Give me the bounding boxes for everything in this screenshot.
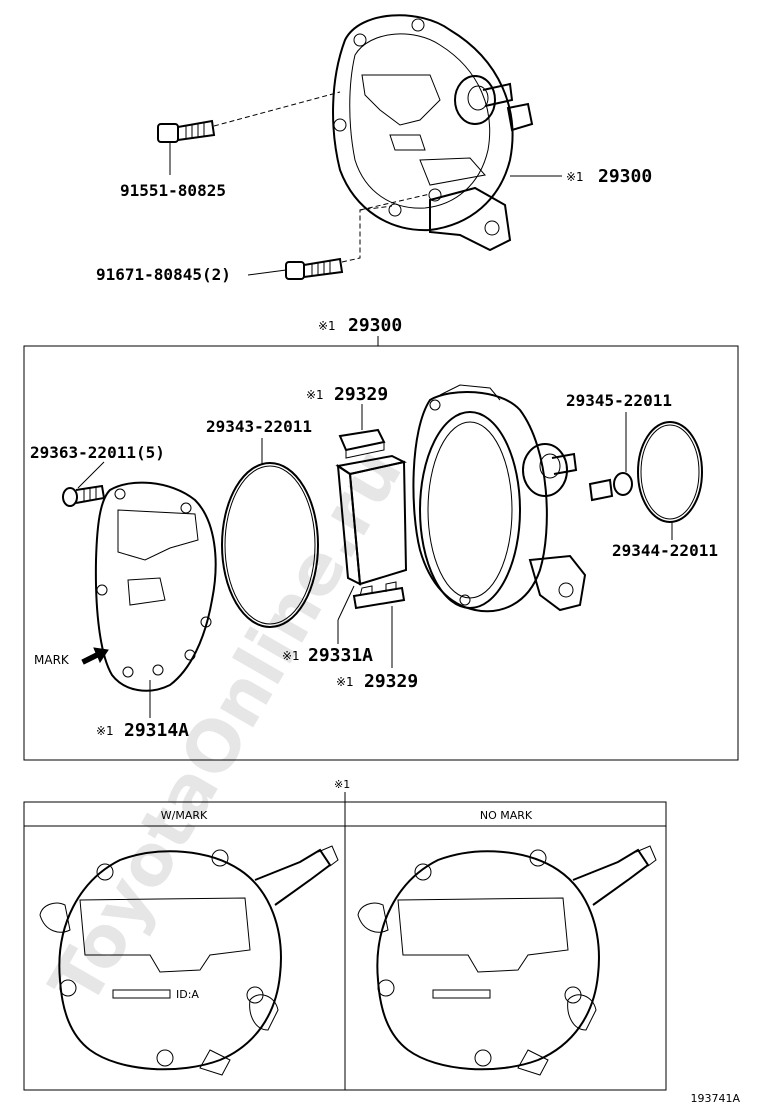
cover-with-mark-illustration [39,845,339,1076]
oring-29343-22011-illustration [221,462,319,628]
bolt-91671-80845-illustration [285,257,344,280]
exploded-view-frame [23,345,739,761]
part-number-29331A: 29331A [308,645,373,666]
part-number-29343-22011: 29343-22011 [206,417,312,436]
assembly-mark-top: ※1 [566,170,584,184]
screw-29363-22011-illustration [62,484,106,507]
part-number-29345-22011: 29345-22011 [566,391,672,410]
cover-mark: ※1 [96,724,114,738]
id-marking-text: ID:A [176,988,199,1001]
part-number-29314A: 29314A [124,720,189,741]
part-number-29300-top: 29300 [598,166,652,187]
figure-id: 193741A [690,1092,740,1105]
bolt-91551-80825-illustration [157,119,216,143]
vane-29331A-illustration [335,454,408,586]
oring-29345-22011-illustration [613,472,633,496]
assembly-mark-box: ※1 [318,319,336,333]
pump-housing-illustration [412,384,614,613]
part-number-29300-box: 29300 [348,315,402,336]
cap-29329-bottom-illustration [352,581,406,610]
part-number-29329-top: 29329 [334,384,388,405]
part-number-91551-80825: 91551-80825 [120,181,226,200]
cover-29314A-illustration [94,481,217,692]
part-number-29344-22011: 29344-22011 [612,541,718,560]
cap-29329-top-illustration [338,428,386,459]
vane-mark: ※1 [282,649,300,663]
part-number-29329-bottom: 29329 [364,671,418,692]
cover-no-mark-illustration [357,845,657,1076]
bottom-table-mark: ※1 [334,778,350,791]
part-number-29363-22011: 29363-22011(5) [30,443,165,462]
cap-top-mark: ※1 [306,388,324,402]
watermark: ToyotaOnline.ru [34,435,418,1019]
oring-29344-22011-illustration [637,421,703,523]
col-header-w-mark: W/MARK [161,809,208,822]
vacuum-pump-assembly-illustration [332,14,534,252]
part-number-91671-80845: 91671-80845(2) [96,265,231,284]
mark-arrow-icon [81,647,109,665]
cap-bottom-mark: ※1 [336,675,354,689]
col-header-no-mark: NO MARK [480,809,533,822]
mark-label: MARK [34,653,70,667]
